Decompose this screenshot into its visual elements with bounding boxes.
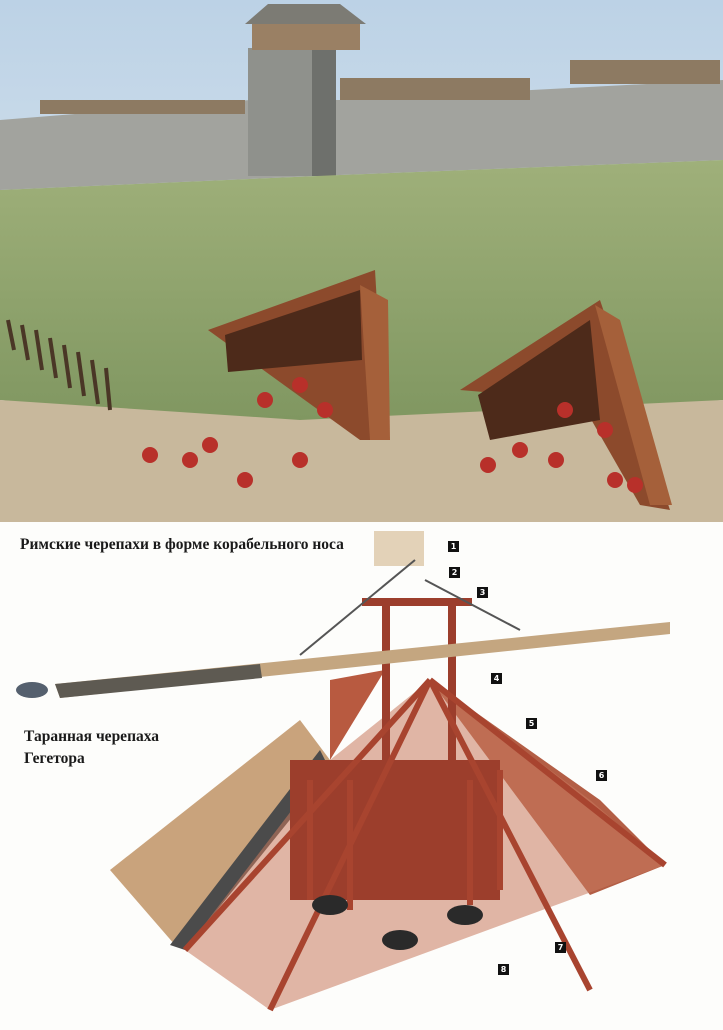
suspension-ropes [299,559,521,656]
ram-tortoise-illustration [16,531,670,1012]
marker-2: 2 [449,567,460,578]
palisade [6,319,112,411]
marker-3: 3 [477,587,488,598]
inner-tower [290,531,500,900]
caption-ram-tortoise-line1: Таранная черепаха [24,728,160,745]
watch-tower [245,4,366,176]
marker-1: 1 [448,541,459,552]
caption-ship-prow-tortoises: Римские черепахи в форме корабельного но… [20,536,344,553]
soldiers [142,377,643,493]
marker-4: 4 [491,673,502,684]
ram-beam [16,622,670,698]
caption-ram-tortoise-line2: Гегетора [24,750,85,767]
siege-scene-illustration [0,0,723,522]
ram-head [16,682,48,698]
caption-ram-tortoise: Таранная черепаха Гегетора [24,726,159,770]
marker-5: 5 [526,718,537,729]
tortoise-shed-left [208,270,390,440]
marker-6: 6 [596,770,607,781]
marker-7: 7 [555,942,566,953]
marker-8: 8 [498,964,509,975]
wheels [312,895,483,950]
city-wall [0,60,723,190]
frame-beams [182,677,667,1012]
